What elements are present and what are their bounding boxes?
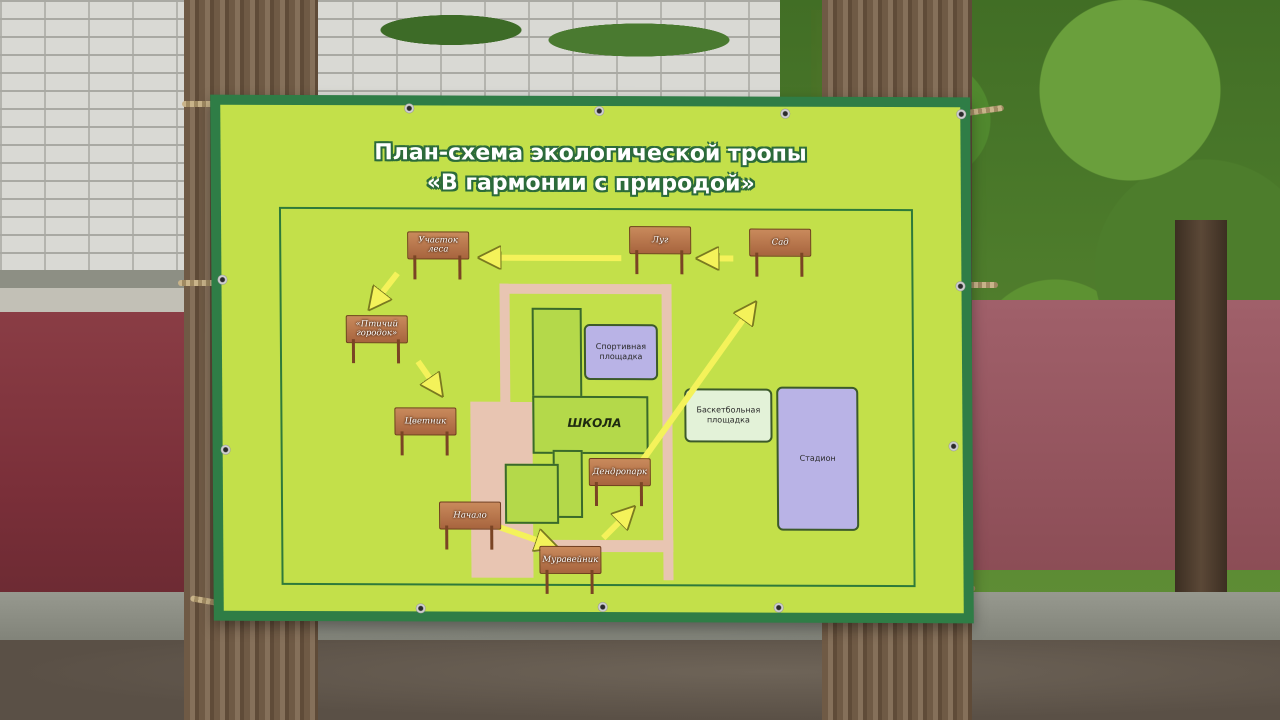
grommet <box>773 602 784 613</box>
trail-arrows <box>220 105 964 614</box>
grommet <box>217 274 228 285</box>
signpost-leg <box>445 525 449 550</box>
signpost-garden: Сад <box>749 228 812 277</box>
signpost-leg <box>800 252 804 277</box>
signpost-leg <box>639 482 644 507</box>
signpost-start: Начало <box>439 501 502 550</box>
signpost-anthill: Муравейник <box>539 545 602 595</box>
signpost-birdtown: «Птичий городок» <box>345 315 408 364</box>
signpost-leg <box>458 255 462 280</box>
grommet <box>220 444 231 455</box>
arrow-dendropark-to-garden <box>640 310 751 462</box>
signpost-leg <box>445 431 449 456</box>
grommet <box>948 441 959 452</box>
arrow-anthill-to-dendropark <box>601 514 627 541</box>
banner-face: План-схема экологической тропы «В гармон… <box>220 104 964 614</box>
red-wall-right <box>960 300 1280 570</box>
eco-trail-banner: План-схема экологической тропы «В гармон… <box>210 94 974 624</box>
signpost-forest: Участок леса <box>407 231 470 280</box>
rope <box>958 282 998 288</box>
rope <box>182 101 230 107</box>
wall-plinth <box>0 270 200 292</box>
signpost-leg <box>590 569 594 595</box>
grommet <box>956 109 967 120</box>
signpost-leg <box>594 482 599 507</box>
conifer-branches <box>310 0 780 100</box>
grommet <box>415 603 426 614</box>
signpost-leg <box>545 569 549 594</box>
grommet <box>597 602 608 613</box>
signpost-leg <box>680 250 684 275</box>
signpost-leg <box>635 250 639 275</box>
signpost-leg <box>400 431 404 456</box>
arrow-forest-to-birdtown <box>375 271 400 301</box>
arrow-birdtown-to-flowerbed <box>415 359 436 387</box>
signpost-flowerbed: Цветник <box>394 407 457 456</box>
signpost-meadow: Луг <box>629 226 692 275</box>
grommet <box>780 108 791 119</box>
signpost-leg <box>396 339 401 364</box>
grommet <box>404 103 415 114</box>
grommet <box>594 106 605 117</box>
signpost-leg <box>351 339 356 364</box>
red-wall-left <box>0 312 220 612</box>
signpost-dendropark: Дендропарк <box>588 457 651 507</box>
rope <box>178 280 228 286</box>
grommet <box>955 281 966 292</box>
arrow-start-to-anthill <box>494 522 547 544</box>
signpost-leg <box>755 252 759 277</box>
signpost-leg <box>413 255 417 280</box>
signpost-leg <box>490 525 494 550</box>
